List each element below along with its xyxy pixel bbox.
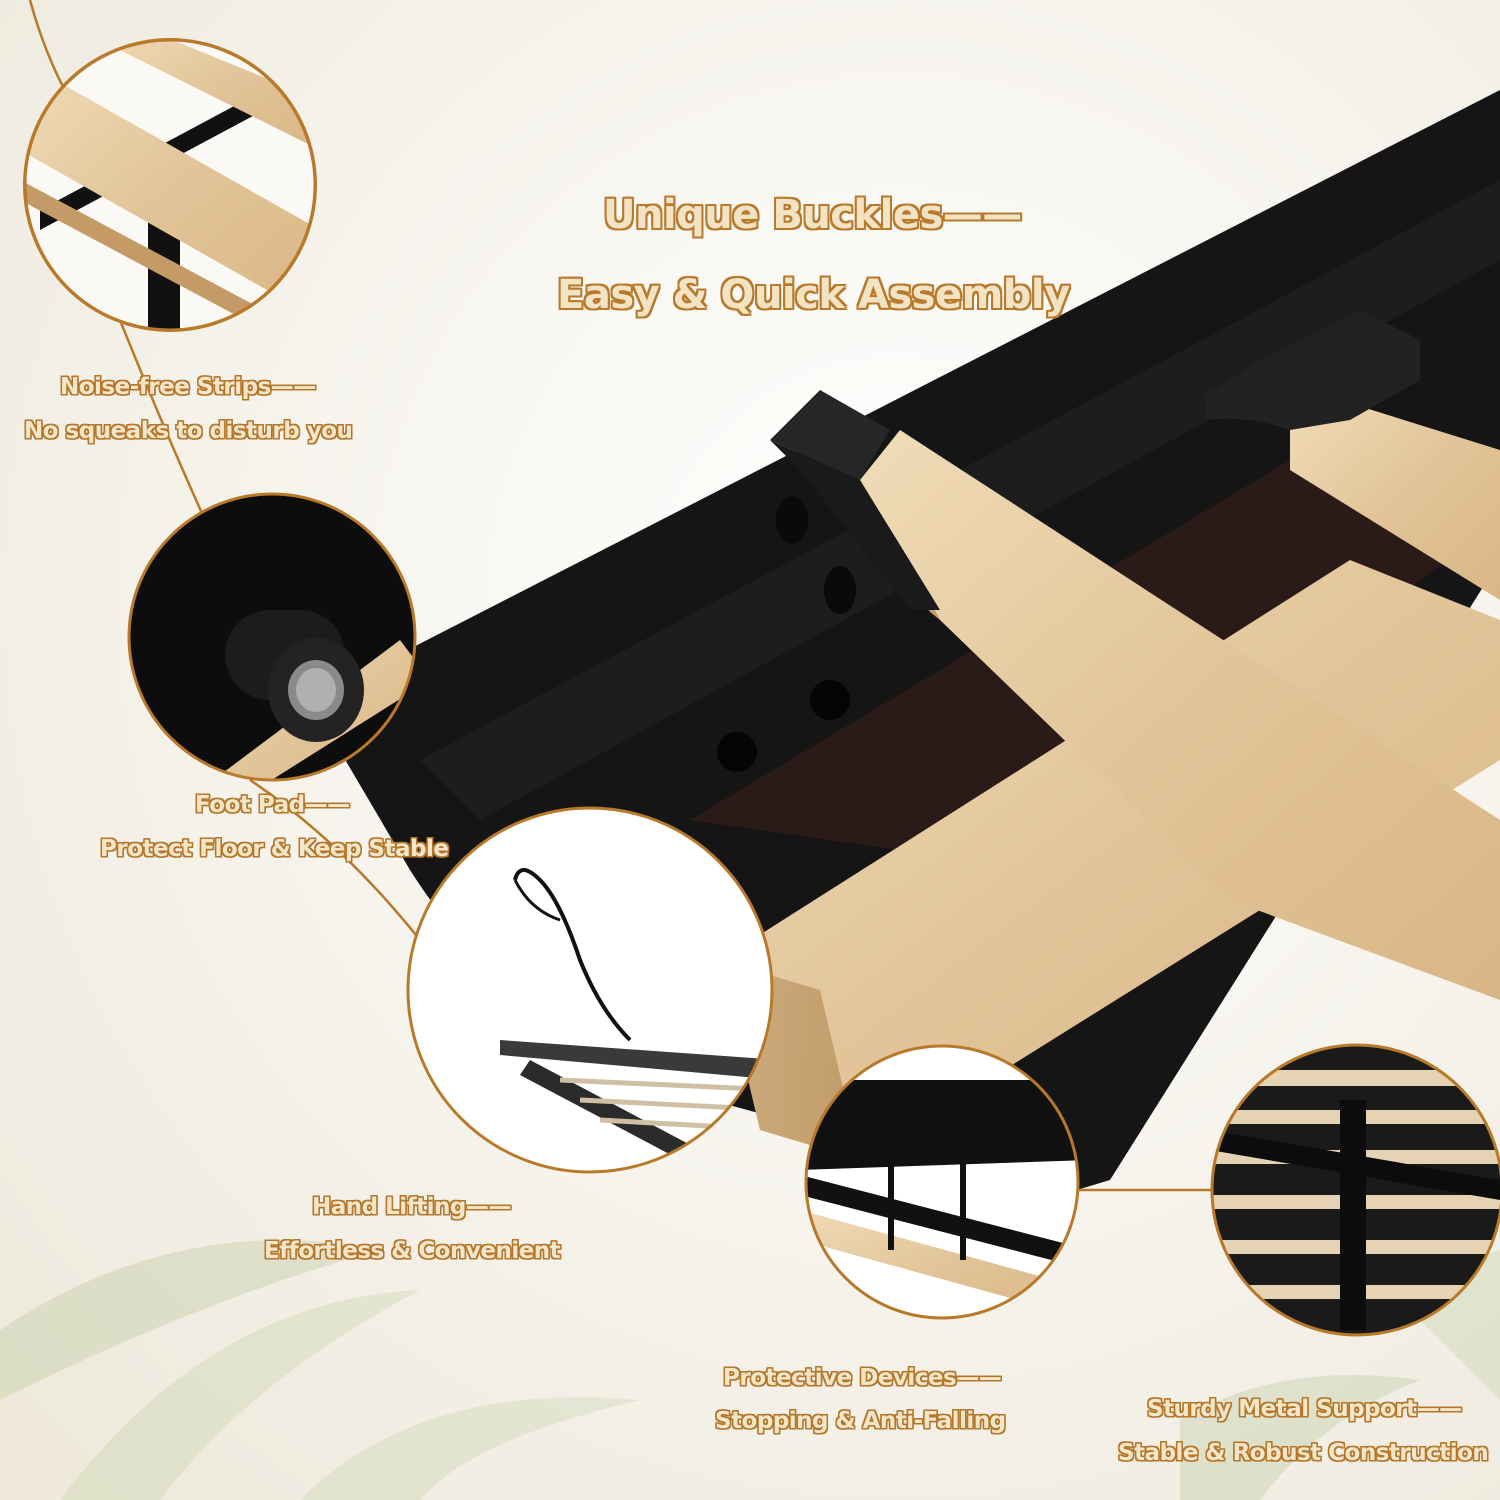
callout-sturdy-metal-title: Sturdy Metal Support—— <box>1147 1396 1462 1422</box>
buckle-clips <box>770 310 1420 614</box>
callout-hand-lifting-title: Hand Lifting—— <box>312 1194 511 1220</box>
callout-protective-devices-title: Protective Devices—— <box>723 1365 1002 1391</box>
detail-circle-foot-pad <box>127 492 417 782</box>
detail-circle-hand-lifting <box>406 806 774 1174</box>
headline-line-1: Unique Buckles—— <box>603 192 1022 238</box>
callout-noise-free-title: Noise-free Strips—— <box>60 374 316 400</box>
detail-circle-protective-devices <box>804 1044 1080 1320</box>
callout-foot-pad-title: Foot Pad—— <box>195 792 350 818</box>
detail-circle-sturdy-metal-support <box>1210 1043 1500 1337</box>
detail-circle-noise-free-strips <box>23 38 317 332</box>
callout-foot-pad-subtitle: Protect Floor & Keep Stable <box>100 836 449 862</box>
headline-line-2: Easy & Quick Assembly <box>557 272 1070 318</box>
callout-hand-lifting-subtitle: Effortless & Convenient <box>264 1238 561 1264</box>
callout-connector-lines <box>28 0 1212 1192</box>
callout-sturdy-metal-subtitle: Stable & Robust Construction <box>1118 1440 1489 1466</box>
plant-leaves-decoration <box>0 1240 1500 1500</box>
callout-protective-devices-subtitle: Stopping & Anti-Falling <box>715 1408 1006 1434</box>
callout-noise-free-subtitle: No squeaks to disturb you <box>24 418 353 444</box>
